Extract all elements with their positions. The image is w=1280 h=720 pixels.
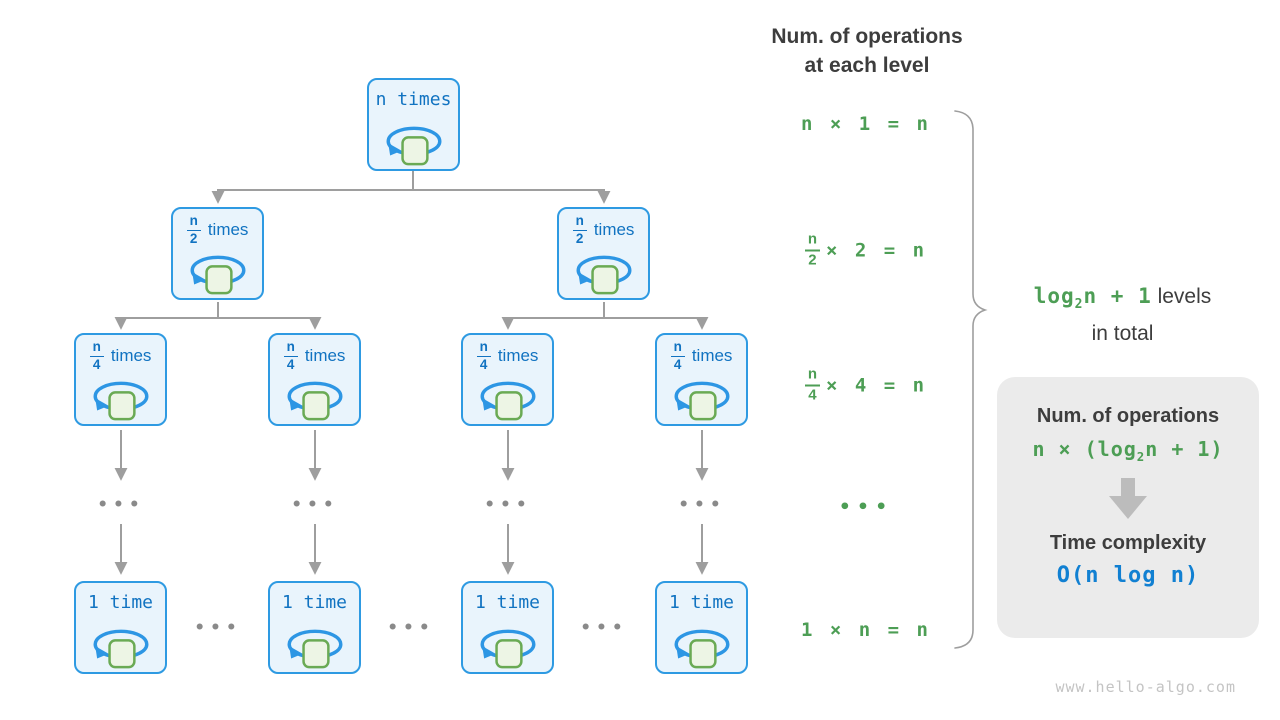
loop-node-leaf-1: 1 time — [74, 581, 167, 674]
loop-node-l3-1: n 4 times — [74, 333, 167, 426]
loop-node-l2-left: n 2 times — [171, 207, 264, 300]
fraction: n 2 — [804, 231, 821, 269]
fraction: n 2 — [572, 213, 587, 246]
loop-icon — [287, 381, 342, 421]
node-label: n 4 times — [670, 339, 732, 372]
node-label: 1 time — [474, 592, 541, 613]
node-label: n 4 times — [283, 339, 345, 372]
watermark: www.hello-algo.com — [1055, 678, 1236, 696]
loop-node-l3-4: n 4 times — [655, 333, 748, 426]
loop-node-root: n times — [367, 78, 460, 171]
loop-node-leaf-3: 1 time — [461, 581, 554, 674]
node-label: n 2 times — [572, 213, 634, 246]
levels-note-line2: in total — [1091, 322, 1154, 346]
loop-icon — [480, 381, 535, 421]
loop-icon — [576, 255, 631, 295]
loop-icon — [674, 629, 729, 669]
down-arrow-icon — [1109, 478, 1147, 519]
loop-node-leaf-2: 1 time — [268, 581, 361, 674]
loop-icon — [674, 381, 729, 421]
fraction: n 4 — [670, 339, 685, 372]
fraction: n 4 — [89, 339, 104, 372]
column-header-line2: at each level — [804, 54, 930, 77]
node-label: n 4 times — [89, 339, 151, 372]
column-header-line1: Num. of operations — [771, 25, 963, 48]
ellipsis-vertical-4: ••• — [678, 495, 726, 515]
ellipsis-horizontal-2: ••• — [387, 618, 435, 638]
levels-brace — [954, 110, 988, 649]
ellipsis-vertical-1: ••• — [97, 495, 145, 515]
ellipsis-vertical-3: ••• — [484, 495, 532, 515]
loop-icon — [93, 381, 148, 421]
loop-icon — [93, 629, 148, 669]
loop-node-l3-3: n 4 times — [461, 333, 554, 426]
ellipsis-horizontal-1: ••• — [194, 618, 242, 638]
ops-formula-level2: n 2 × 2 = n — [790, 231, 942, 269]
ops-formula-level1: n × 1 = n — [801, 113, 931, 135]
summary-result: O(n log n) — [1056, 563, 1200, 588]
node-label: 1 time — [87, 592, 154, 613]
loop-node-leaf-4: 1 time — [655, 581, 748, 674]
ellipsis-formula: ••• — [838, 496, 894, 518]
node-label: n 4 times — [476, 339, 538, 372]
loop-icon — [190, 255, 245, 295]
summary-result-title: Time complexity — [1049, 532, 1207, 554]
column-header: Num. of operations at each level — [756, 22, 978, 80]
summary-title: Num. of operations — [1036, 405, 1220, 427]
summary-formula: n × (log2n + 1) — [1032, 437, 1224, 464]
node-label: 1 time — [668, 592, 735, 613]
fraction: n 2 — [186, 213, 201, 246]
loop-icon — [287, 629, 342, 669]
node-label: 1 time — [281, 592, 348, 613]
ops-formula-level3: n 4 × 4 = n — [790, 366, 942, 404]
fraction: n 4 — [804, 366, 821, 404]
ops-formula-leaf: 1 × n = n — [801, 619, 931, 641]
loop-icon — [386, 126, 441, 166]
loop-node-l2-right: n 2 times — [557, 207, 650, 300]
levels-note: log2n + 1 levels in total — [1000, 282, 1245, 348]
node-label: n 2 times — [186, 213, 248, 246]
ellipsis-vertical-2: ••• — [291, 495, 339, 515]
fraction: n 4 — [476, 339, 491, 372]
levels-note-line1: log2n + 1 levels — [1033, 284, 1212, 313]
ellipsis-horizontal-3: ••• — [580, 618, 628, 638]
fraction: n 4 — [283, 339, 298, 372]
levels-formula: log2n + 1 — [1033, 284, 1152, 313]
summary-box: Num. of operations n × (log2n + 1) Time … — [997, 377, 1259, 638]
node-label: n times — [375, 89, 452, 110]
tree-connectors — [114, 171, 709, 575]
loop-icon — [480, 629, 535, 669]
loop-node-l3-2: n 4 times — [268, 333, 361, 426]
